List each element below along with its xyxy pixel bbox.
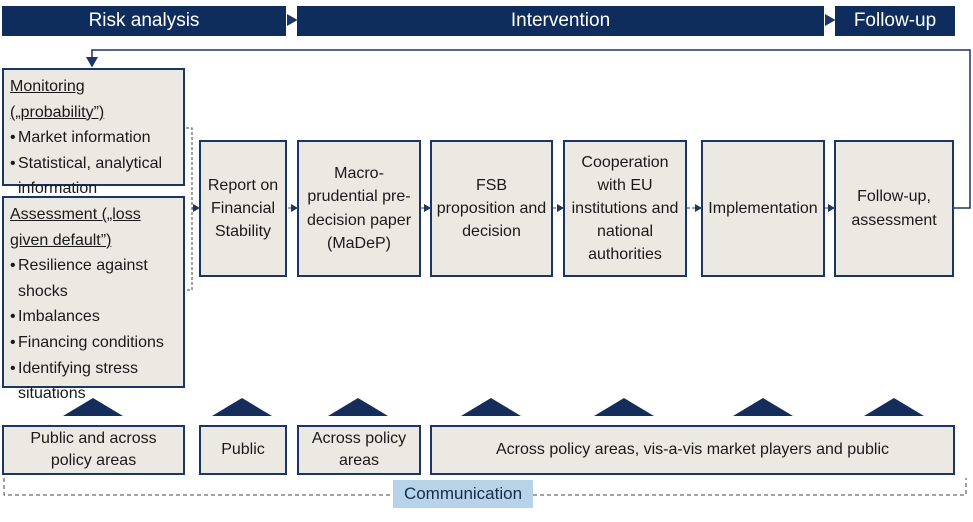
triangle-marker xyxy=(864,398,924,416)
process-implementation-box: Implementation xyxy=(701,140,825,277)
monitoring-title: Monitoring („probability”) xyxy=(10,78,105,121)
assessment-title: Assessment („loss given default”) xyxy=(10,206,141,249)
bullet-item: •Resilience against shocks xyxy=(10,253,177,304)
audience-public-policy-label: Public and across policy areas xyxy=(30,430,157,469)
header-intervention-label: Intervention xyxy=(510,10,611,31)
process-report-box: Report on Financial Stability xyxy=(199,140,287,277)
monitoring-box: Monitoring („probability”) •Market infor… xyxy=(2,68,185,197)
bullet-item: •Identifying stress situations xyxy=(10,356,177,407)
monitoring-item-1: Market information xyxy=(18,129,151,147)
audience-public-label: Public xyxy=(221,441,265,459)
triangle-marker xyxy=(212,398,272,416)
bracket-line xyxy=(186,127,193,291)
header-intervention: Intervention xyxy=(297,6,824,36)
process-report-label: Report on Financial Stability xyxy=(207,176,279,241)
header-risk-analysis-label: Risk analysis xyxy=(88,10,200,31)
process-followup-label: Follow-up, assessment xyxy=(851,188,937,229)
audience-public-policy-box: Public and across policy areas xyxy=(2,425,185,475)
assessment-item-1: Resilience against shocks xyxy=(18,257,148,300)
process-implementation-label: Implementation xyxy=(708,199,818,217)
audience-across-policy-label: Across policy areas xyxy=(311,430,407,469)
bullet-item: •Market information xyxy=(10,125,177,151)
process-madep-label: Macro-prudential pre-decision paper (MaD… xyxy=(306,165,412,252)
process-cooperation-box: Cooperation with EU institutions and nat… xyxy=(563,140,687,277)
communication-label-box: Communication xyxy=(393,480,533,508)
header-follow-up: Follow-up xyxy=(835,6,955,36)
process-fsb-box: FSB proposition and decision xyxy=(430,140,553,277)
feedback-loop-line xyxy=(86,49,971,209)
triangle-marker xyxy=(594,398,654,416)
audience-across-policy-box: Across policy areas xyxy=(297,425,421,475)
communication-label: Communication xyxy=(403,484,523,503)
audience-market-players-box: Across policy areas, vis-a-vis market pl… xyxy=(430,425,955,475)
process-cooperation-label: Cooperation with EU institutions and nat… xyxy=(571,153,679,264)
triangle-marker xyxy=(733,398,793,416)
triangle-marker xyxy=(63,398,123,416)
process-madep-box: Macro-prudential pre-decision paper (MaD… xyxy=(297,140,421,277)
audience-market-players-label: Across policy areas, vis-a-vis market pl… xyxy=(495,441,890,459)
process-fsb-label: FSB proposition and decision xyxy=(436,176,547,241)
assessment-item-2: Imbalances xyxy=(18,308,100,326)
process-followup-box: Follow-up, assessment xyxy=(834,140,954,277)
triangle-marker xyxy=(461,398,521,416)
audience-public-box: Public xyxy=(199,425,287,475)
header-risk-analysis: Risk analysis xyxy=(2,6,286,36)
monitoring-item-2: Statistical, analytical information xyxy=(18,154,163,198)
assessment-item-4: Identifying stress situations xyxy=(18,359,139,403)
bullet-item: •Imbalances xyxy=(10,304,177,330)
triangle-marker xyxy=(328,398,388,416)
assessment-item-3: Financing conditions xyxy=(18,333,164,351)
assessment-box: Assessment („loss given default”) •Resil… xyxy=(2,196,185,402)
bullet-item: •Statistical, analytical information xyxy=(10,151,177,202)
bullet-item: •Financing conditions xyxy=(10,330,177,356)
header-follow-up-label: Follow-up xyxy=(853,10,937,31)
